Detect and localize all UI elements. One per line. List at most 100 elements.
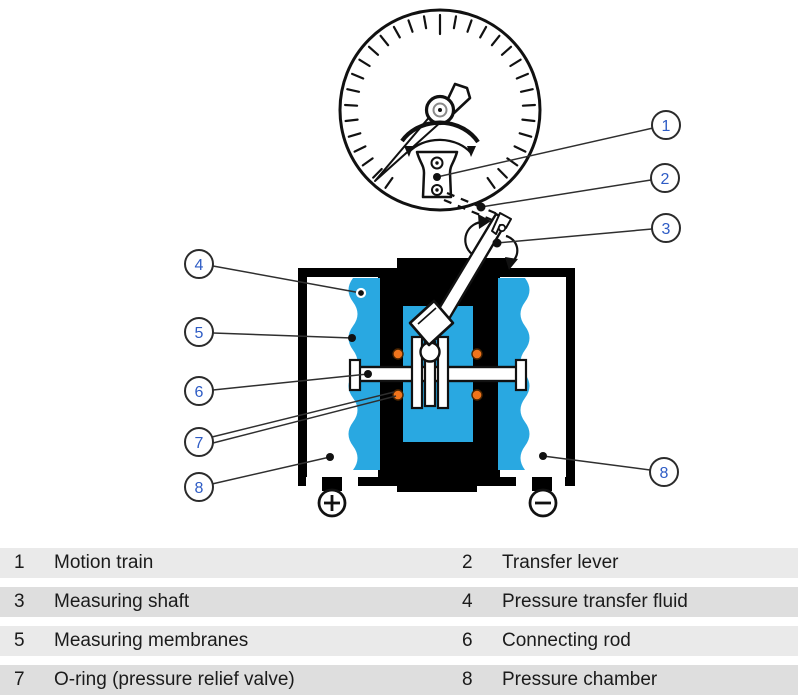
dial-tick — [486, 176, 496, 189]
pointer-travel-arrow-arc — [408, 138, 472, 154]
bracket-screw-top-dot — [435, 161, 439, 165]
anchor-dot-8-left — [326, 453, 334, 461]
legend-num: 8 — [462, 669, 473, 690]
dial-tick — [506, 157, 519, 167]
port-stub-left — [322, 486, 342, 491]
anchor-dot-3 — [492, 238, 502, 248]
hook-pivot — [497, 223, 507, 233]
callout-1-number: 1 — [662, 118, 671, 135]
port-notch-right-a — [516, 477, 532, 486]
legend-label: Transfer lever — [502, 552, 619, 573]
legend-label: Pressure chamber — [502, 669, 658, 690]
dial-tick — [351, 72, 365, 80]
knuckle-detail-line — [417, 307, 437, 325]
dial-tick-marks — [344, 13, 537, 189]
legend-row-2: 3 Measuring shaft 4 Pressure transfer fl… — [0, 587, 798, 617]
leader-line-1 — [436, 127, 654, 178]
rotation-arrow-right-head — [505, 257, 518, 270]
oring-top-left — [392, 348, 404, 360]
measuring-shaft-group — [408, 212, 519, 347]
legend-num: 5 — [14, 630, 25, 651]
dial-tick — [479, 25, 488, 39]
leader-line-7b — [212, 395, 397, 444]
dial-tick — [392, 25, 401, 39]
sector-gear-arc — [400, 120, 480, 144]
dial-tick — [422, 15, 428, 30]
callout-8-left: 8 — [184, 472, 214, 502]
housing-top-boss — [397, 258, 509, 272]
callout-4-number: 4 — [195, 257, 204, 274]
leader-line-4 — [212, 265, 362, 294]
anchor-dot-8-right — [539, 452, 547, 460]
callout-8-right-number: 8 — [660, 465, 669, 482]
leader-line-5 — [212, 332, 353, 339]
pointer-hub-ring — [432, 102, 448, 118]
measuring-cell — [298, 258, 575, 492]
dial-tick — [519, 88, 534, 93]
travel-arrow-right-head — [467, 146, 476, 157]
transfer-lever-dash-line-a — [443, 198, 510, 229]
legend-label: Connecting rod — [502, 630, 631, 651]
crank-plate-left — [410, 335, 424, 410]
oring-top-right — [471, 348, 483, 360]
legend-row-1: 1 Motion train 2 Transfer lever — [0, 548, 798, 578]
dial-tick — [509, 58, 522, 68]
dial-tick — [497, 167, 508, 179]
dial-tick — [407, 19, 414, 33]
dial-tick — [452, 15, 458, 30]
callout-8-right: 8 — [649, 457, 679, 487]
port-notch-left-b — [342, 477, 358, 486]
legend-num: 7 — [14, 669, 25, 690]
leader-line-8-right — [542, 455, 651, 471]
legend-num: 4 — [462, 591, 473, 612]
dial-tick — [466, 19, 473, 33]
callout-6-number: 6 — [195, 384, 204, 401]
housing-bottom-foot — [397, 486, 477, 492]
callout-1: 1 — [651, 110, 681, 140]
dial-tick — [358, 58, 371, 68]
dial-tick — [384, 176, 394, 189]
gauge-mechanism-illustration: 1 2 3 4 5 6 7 — [184, 8, 681, 518]
legend-label: Measuring shaft — [54, 591, 190, 612]
legend-row-3: 5 Measuring membranes 6 Connecting rod — [0, 626, 798, 656]
dial-tick — [347, 132, 362, 138]
dial-tick — [515, 72, 530, 80]
membrane-plate-right — [514, 358, 528, 392]
dial-tick — [490, 34, 501, 47]
legend-table: 1 Motion train 2 Transfer lever 3 Measur… — [0, 548, 798, 696]
pressure-polarity-symbols — [317, 488, 558, 518]
dial-tick — [344, 103, 359, 107]
dial-tick — [513, 145, 527, 153]
anchor-dot-6 — [364, 370, 372, 378]
pointer-hub-center-dot — [438, 108, 442, 112]
gauge-dial — [338, 8, 542, 212]
dial-tick — [500, 45, 513, 56]
callout-5-number: 5 — [195, 325, 204, 342]
callout-3: 3 — [651, 213, 681, 243]
legend-num: 2 — [462, 552, 473, 573]
rotation-arrow-left-head — [478, 214, 491, 229]
legend-label: Measuring membranes — [54, 630, 249, 651]
dial-tick — [518, 132, 533, 138]
legend-num: 1 — [14, 552, 25, 573]
dial-tick — [372, 167, 383, 179]
leader-anchor-dots — [326, 173, 547, 461]
callout-4: 4 — [184, 249, 214, 279]
callout-3-number: 3 — [662, 221, 671, 238]
oring-bottom-left — [392, 389, 404, 401]
legend-label: Motion train — [54, 552, 154, 573]
port-stub-right — [532, 486, 552, 491]
dial-tick — [379, 34, 390, 47]
callout-bubbles: 1 2 3 4 5 6 7 — [184, 110, 681, 502]
leader-line-7a — [211, 391, 395, 438]
legend-num: 6 — [462, 630, 473, 651]
leader-line-8-left — [211, 456, 331, 485]
dial-tick — [521, 103, 537, 107]
port-notch-left-a — [306, 477, 322, 486]
anchor-dot-1 — [433, 173, 441, 181]
callout-2: 2 — [650, 163, 680, 193]
anchor-dot-5 — [348, 334, 356, 342]
callout-5: 5 — [184, 317, 214, 347]
callout-8-left-number: 8 — [195, 480, 204, 497]
